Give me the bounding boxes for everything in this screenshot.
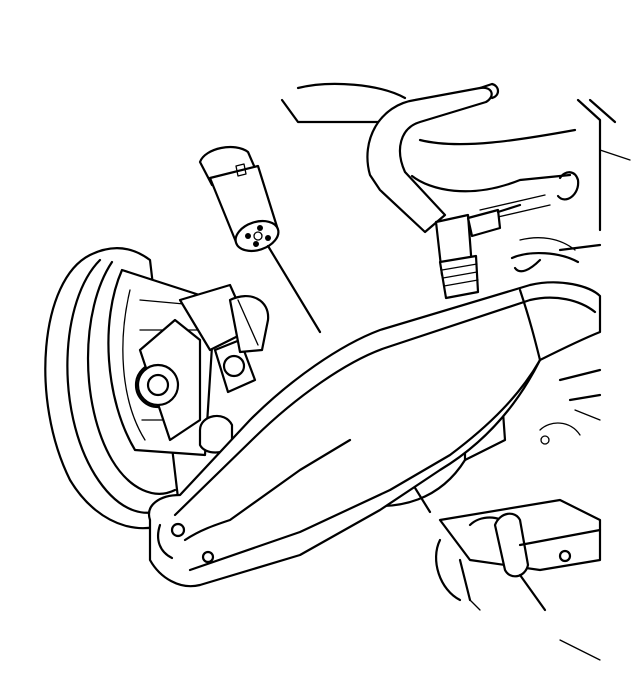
wheel-hub-drum-icon — [44, 246, 270, 530]
lower-control-arm-icon — [435, 243, 602, 612]
suspension-trailing-arm-icon — [147, 281, 602, 588]
background-frame-lines-icon — [280, 82, 631, 661]
bent-hose-pipe-icon — [366, 82, 580, 234]
cylindrical-sensor-icon — [198, 145, 322, 334]
electrical-connector-icon — [434, 203, 580, 300]
